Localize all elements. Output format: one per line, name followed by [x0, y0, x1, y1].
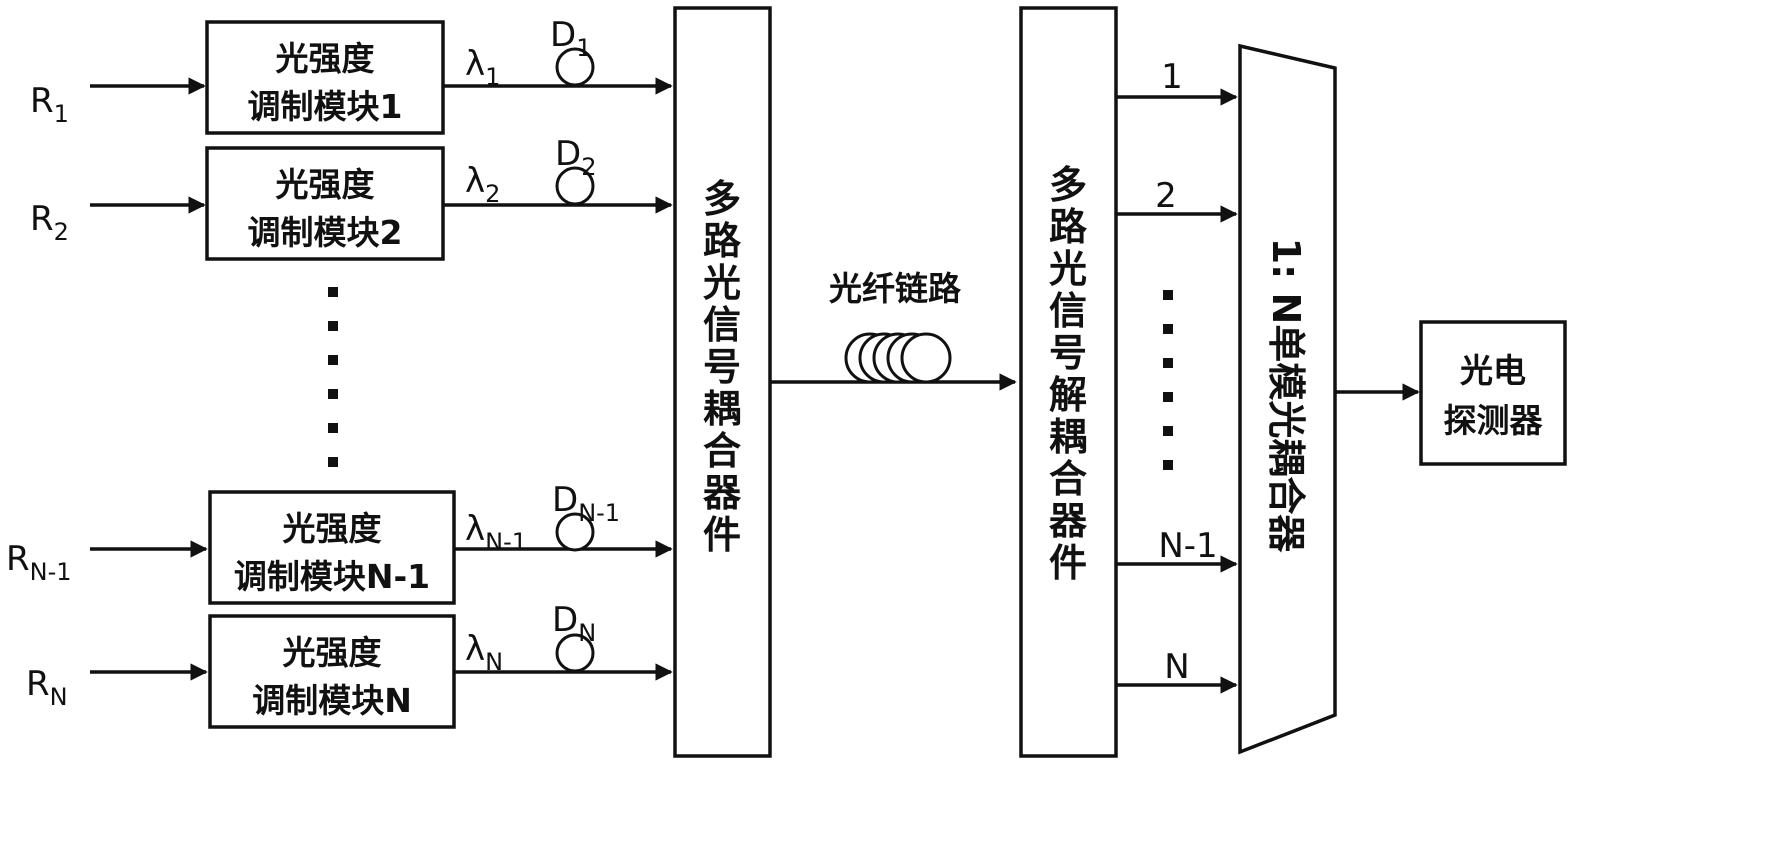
demultiplex-decoupler-char: 路	[1049, 205, 1088, 249]
multiplex-coupler-char: 信	[703, 303, 741, 347]
multiplex-coupler-char: 合	[703, 429, 741, 473]
modulator-line2-2: 调制模块2	[248, 213, 403, 252]
decoupler-outputs: 1 2 N-1 N	[1116, 57, 1236, 687]
input-label-1: R1	[30, 81, 69, 128]
combiner-char: 耦	[1264, 438, 1308, 476]
output-label-n-minus-1: N-1	[1158, 526, 1217, 566]
output-label-1: 1	[1161, 57, 1183, 97]
fiber-coil-icon	[846, 334, 950, 382]
fiber-link-label: 光纤链路	[829, 269, 962, 308]
wavelength-label-2: λ2	[465, 161, 500, 208]
combiner-text: 1: N单模光耦合器	[1264, 238, 1308, 554]
output-label-2: 2	[1155, 176, 1177, 216]
delay-label-n: DN	[552, 600, 596, 647]
channel-2: R2 光强度 调制模块2 λ2 D2	[30, 134, 671, 259]
multiplex-coupler-char: 耦	[703, 387, 741, 431]
multiplex-coupler-char: 件	[703, 513, 741, 557]
channel-n: RN 光强度 调制模块N λN DN	[26, 600, 671, 727]
modulator-line1-n: 光强度	[283, 633, 382, 672]
demultiplex-decoupler-char: 号	[1049, 331, 1087, 375]
photodetector-line2: 探测器	[1444, 401, 1544, 440]
multiplex-coupler-char: 路	[703, 219, 742, 263]
modulator-line2-n-minus-1: 调制模块N-1	[234, 557, 430, 596]
demultiplex-decoupler-char: 件	[1049, 541, 1087, 585]
channel-1: R1 光强度 调制模块1 λ1 D1	[30, 15, 671, 133]
combiner-label: 1: N单模光耦合器	[1264, 238, 1308, 554]
demultiplex-decoupler-char: 耦	[1049, 415, 1087, 459]
delay-label-2: D2	[555, 134, 596, 181]
multiplex-coupler-char: 器	[703, 471, 742, 515]
output-label-n: N	[1164, 647, 1189, 687]
combiner-char: 1:	[1264, 238, 1308, 293]
multiplex-coupler-char: 号	[703, 345, 741, 389]
multiplex-coupler-label: 多路光信号耦合器件	[703, 177, 742, 557]
input-label-2: R2	[30, 199, 69, 246]
wavelength-label-n-minus-1: λN-1	[465, 509, 527, 556]
modulator-line1-2: 光强度	[276, 165, 375, 204]
input-label-n-minus-1: RN-1	[6, 539, 72, 586]
wavelength-label-1: λ1	[465, 44, 500, 91]
multiplex-coupler-char: 光	[703, 261, 741, 305]
multiplex-coupler-char: 多	[703, 177, 741, 221]
modulator-line1-n-minus-1: 光强度	[283, 509, 382, 548]
combiner-char: 单	[1264, 324, 1308, 362]
demultiplex-decoupler-char: 器	[1049, 499, 1088, 543]
demultiplex-decoupler-char: 信	[1049, 289, 1087, 333]
demultiplex-decoupler-label: 多路光信号解耦合器件	[1049, 163, 1088, 585]
channel-n-minus-1: RN-1 光强度 调制模块N-1 λN-1 DN-1	[6, 480, 671, 603]
wavelength-label-n: λN	[465, 629, 503, 676]
delay-label-n-minus-1: DN-1	[552, 480, 620, 527]
demultiplex-decoupler-char: 光	[1049, 247, 1087, 291]
modulator-line1-1: 光强度	[276, 39, 375, 78]
modulator-line2-n: 调制模块N	[252, 681, 412, 720]
demultiplex-decoupler-char: 多	[1049, 163, 1087, 207]
combiner-char: 器	[1264, 514, 1308, 553]
demultiplex-decoupler-char: 合	[1049, 457, 1087, 501]
modulator-line2-1: 调制模块1	[248, 87, 403, 126]
combiner-char: 合	[1264, 476, 1308, 514]
input-ellipsis	[328, 287, 338, 467]
output-ellipsis	[1163, 290, 1173, 470]
photodetector-box	[1421, 322, 1565, 464]
combiner-char: 模	[1264, 362, 1308, 400]
combiner-char: 光	[1264, 400, 1308, 438]
photodetector-line1: 光电	[1460, 351, 1526, 390]
input-label-n: RN	[26, 664, 68, 711]
combiner-char: N	[1264, 292, 1308, 324]
demultiplex-decoupler-char: 解	[1049, 373, 1087, 417]
delay-label-1: D1	[550, 15, 591, 62]
